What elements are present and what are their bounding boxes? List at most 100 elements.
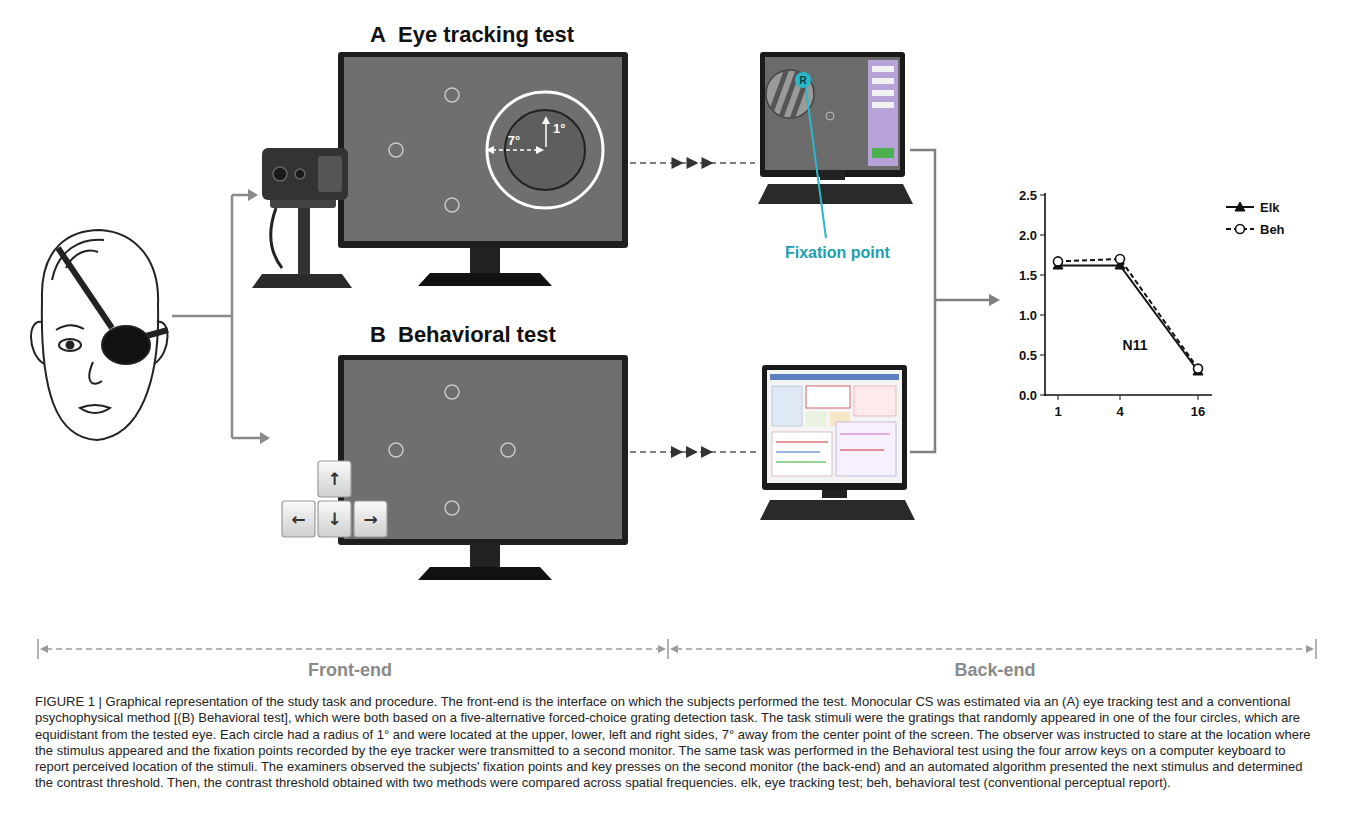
dimension-arrow [1306, 645, 1314, 653]
backend-computer-a [826, 112, 834, 120]
eye-tracker [295, 169, 305, 179]
line-chart [1040, 235, 1045, 236]
line-chart [1236, 225, 1245, 234]
line-chart [1116, 255, 1125, 264]
key-glyph: ← [291, 510, 305, 529]
monitor-b [338, 355, 628, 545]
dashed-arrow [701, 446, 713, 458]
split-arrow [172, 315, 232, 318]
eye-tracker [252, 274, 352, 288]
monitor-b [418, 567, 552, 580]
arrow-keys [318, 501, 351, 537]
axis-tick: 0.0 [1019, 388, 1037, 403]
arrow-keys [354, 501, 387, 537]
arrow-head [672, 157, 684, 169]
split-arrow [172, 195, 262, 438]
arrow-head [687, 157, 699, 169]
backend-computer-a [795, 72, 811, 88]
line-chart [1040, 275, 1045, 276]
eye-tracker [252, 148, 352, 288]
backend-computer-a [872, 78, 894, 84]
monitor-a [470, 248, 500, 273]
eye-tracker [318, 156, 342, 192]
backend-computer-b [840, 450, 884, 451]
backend-computer-b [776, 452, 820, 453]
dimension-arrow [658, 645, 666, 653]
backend-computer-b [772, 386, 802, 426]
section-label: Back-end [954, 660, 1035, 681]
dimension-line [46, 648, 660, 650]
arrow-head [702, 157, 714, 169]
backend-computer-b [840, 434, 890, 435]
monitor-a [338, 52, 628, 248]
connector [910, 150, 1000, 306]
arrow-head [989, 294, 1000, 306]
panel-letter: B [370, 322, 386, 348]
dashed-arrow [686, 446, 698, 458]
legend-label: Elk [1260, 200, 1280, 215]
monitor-a [445, 198, 459, 212]
axis-tick: 1 [1054, 404, 1061, 419]
monitor-a [536, 146, 544, 154]
dashed-arrow [671, 446, 683, 458]
arrow-head [248, 189, 258, 201]
backend-computer-a [767, 63, 791, 117]
line-chart [1194, 364, 1203, 373]
arrow-keys [318, 461, 351, 497]
face-illustration [56, 325, 84, 330]
backend-computer-b [762, 365, 907, 490]
panel-region: AEye tracking test [330, 18, 630, 293]
face-illustration [59, 339, 81, 351]
dimension-line [38, 639, 1316, 659]
split-arrow [232, 194, 250, 197]
backend-computer-a [760, 52, 905, 177]
face-illustration [146, 330, 168, 336]
line-chart [1044, 193, 1046, 396]
face-illustration [31, 322, 44, 364]
axis-tick: 1.5 [1019, 268, 1037, 283]
backend-computer-b [770, 374, 899, 380]
backend-computer-b [854, 386, 896, 416]
axis-tick: 2.0 [1019, 228, 1037, 243]
monitor-a [545, 122, 547, 147]
dimension-line [37, 639, 39, 659]
key-glyph: → [363, 510, 377, 529]
backend-computer-b [836, 422, 896, 476]
panel-heading: Behavioral test [398, 322, 556, 348]
key-glyph: ↑ [327, 470, 341, 489]
line-chart [1054, 257, 1063, 266]
monitor-b [501, 443, 515, 457]
line-chart [1058, 259, 1198, 369]
eye-marker: R [799, 75, 806, 86]
axis-tick: 2.5 [1019, 188, 1037, 203]
backend-region: Fixation point [755, 45, 910, 270]
face-illustration [67, 342, 74, 349]
backend-computer-a [872, 102, 894, 108]
bracket-line [910, 300, 935, 452]
backend-computer-b [776, 442, 828, 443]
section-label: Front-end [308, 660, 392, 681]
backend-computer-b [806, 386, 850, 408]
backend-computer-b [772, 432, 832, 476]
dimension-arrow [670, 645, 678, 653]
monitor-a [445, 88, 459, 102]
line-chart [1040, 355, 1045, 356]
monitor-b [344, 360, 622, 539]
eye-tracker [271, 208, 282, 268]
line-chart [1040, 395, 1045, 396]
monitor-b [445, 385, 459, 399]
line-chart [1040, 195, 1045, 196]
backend-computer-a [765, 57, 900, 170]
face-illustration [89, 362, 102, 384]
chart-region: N11 [1000, 185, 1330, 425]
dimension-line [676, 648, 1308, 650]
face-illustration [102, 326, 150, 364]
eye-tracker [273, 167, 287, 181]
dashed-arrow [630, 446, 758, 458]
line-chart [1120, 395, 1121, 400]
monitor-a [418, 273, 552, 286]
monitor-a [542, 116, 550, 124]
eye-tracker [298, 205, 310, 275]
axis-tick: 16 [1191, 404, 1205, 419]
